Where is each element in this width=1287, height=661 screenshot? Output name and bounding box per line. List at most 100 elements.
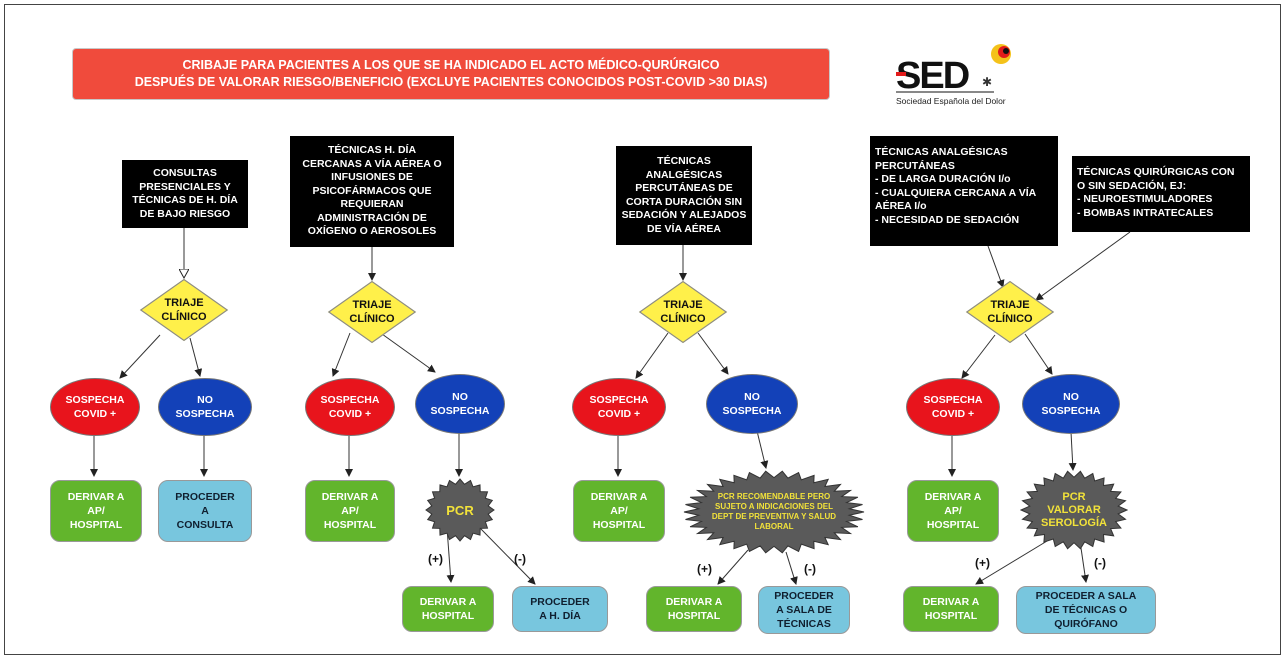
refer-hospital-box: DERIVAR A HOSPITAL xyxy=(646,586,742,632)
text-line: TÉCNICAS ANALGÉSICAS xyxy=(875,146,1008,158)
text-line: SOSPECHA xyxy=(175,408,235,420)
text-line: DERIVAR A xyxy=(590,491,648,503)
text-line: - BOMBAS INTRATECALES xyxy=(1077,206,1214,219)
text-line: A SALA DE xyxy=(776,604,832,616)
source-box-surgical: TÉCNICAS QUIRÚRGICAS CON O SIN SEDACIÓN,… xyxy=(1072,156,1250,232)
connector xyxy=(987,245,1005,288)
text-line: OXÍGENO O AEROSOLES xyxy=(307,225,437,238)
text-line: DERIVAR A xyxy=(665,596,723,608)
connector xyxy=(785,551,798,585)
text-line: HOSPITAL xyxy=(323,519,377,531)
text-line: NO xyxy=(197,394,213,406)
text-line: SOSPECHA xyxy=(722,405,782,417)
text-line: NO xyxy=(1063,391,1079,403)
text-line: DE TÉCNICAS O xyxy=(1044,604,1128,616)
source-box-airway-day: TÉCNICAS H. DÍA CERCANAS A VÍA AÉREA O I… xyxy=(290,136,454,247)
source-box-low-risk: CONSULTAS PRESENCIALES Y TÉCNICAS DE H. … xyxy=(122,160,248,228)
sed-logo-graphic: SED ✱ xyxy=(896,44,1011,97)
no-suspicion-oval: NO SOSPECHA xyxy=(706,374,798,434)
star-icon: ✱ xyxy=(982,75,992,89)
positive-label: (+) xyxy=(428,552,443,566)
burst-shape xyxy=(425,478,495,542)
source-box-long-percutaneous: TÉCNICAS ANALGÉSICAS PERCUTÁNEAS - DE LA… xyxy=(870,136,1058,246)
text-line: CORTA DURACIÓN SIN xyxy=(625,195,743,208)
text-line: SOSPECHA xyxy=(923,394,983,406)
text-line: AP/ xyxy=(341,505,359,517)
text-line: A xyxy=(201,505,209,517)
text-line: ANALGÉSICAS xyxy=(645,168,723,181)
text-line: - DE LARGA DURACIÓN I/o xyxy=(875,173,1011,185)
text-line: COVID + xyxy=(597,408,641,420)
connector xyxy=(756,430,769,469)
connector xyxy=(331,332,351,377)
text-line: DEPT DE PREVENTIVA Y SALUD xyxy=(711,512,837,521)
text-line: SOSPECHA xyxy=(589,394,649,406)
text-line: PROCEDER xyxy=(774,590,834,602)
text-line: SUJETO A INDICACIONES DEL xyxy=(715,502,833,511)
text-line: TÉCNICAS H. DÍA xyxy=(327,144,417,157)
text-line: - CUALQUIERA CERCANA A VÍA xyxy=(875,186,1037,199)
text-line: PERCUTÁNEAS xyxy=(875,159,955,172)
text-line: CERCANAS A VÍA AÉREA O xyxy=(302,157,442,170)
negative-label: (-) xyxy=(514,552,526,566)
text-line: DE VÍA AÉREA xyxy=(647,222,721,235)
text-line: TÉCNICAS DE H. DÍA xyxy=(132,194,238,206)
text-line: TRIAJE xyxy=(164,297,204,309)
title-line-1: CRIBAJE PARA PACIENTES A LOS QUE SE HA I… xyxy=(182,58,720,72)
text-line: AP/ xyxy=(944,505,962,517)
text-line: PROCEDER xyxy=(175,491,235,503)
text-line: SOSPECHA xyxy=(430,405,490,417)
text-line: PRESENCIALES Y xyxy=(139,180,231,193)
text-line: CLÍNICO xyxy=(987,313,1033,325)
triage-diamond: TRIAJE CLÍNICO xyxy=(327,280,417,344)
connector xyxy=(697,332,729,375)
text-line: HOSPITAL xyxy=(667,610,721,622)
text-line: AP/ xyxy=(87,505,105,517)
text-line: NO xyxy=(744,391,760,403)
text-line: AÉREA I/o xyxy=(875,200,927,212)
text-line: INFUSIONES DE xyxy=(331,171,413,184)
text-line: REQUIERAN xyxy=(340,198,404,211)
text-line: DERIVAR A xyxy=(922,596,980,608)
connector xyxy=(717,549,749,585)
logo-subtitle: Sociedad Española del Dolor xyxy=(896,96,1006,106)
connector xyxy=(975,537,1053,585)
text-line: A H. DÍA xyxy=(539,610,581,622)
refer-hospital-box: DERIVAR A AP/HOSPITAL xyxy=(305,480,395,542)
text-line: ADMINISTRACIÓN DE xyxy=(317,211,427,224)
text-line: CLÍNICO xyxy=(660,313,706,325)
text-line: PCR RECOMENDABLE PERO xyxy=(717,492,831,501)
text-line: DERIVAR A xyxy=(419,596,477,608)
connector xyxy=(479,527,536,585)
connector xyxy=(189,337,203,377)
text-line: DERIVAR A xyxy=(321,491,379,503)
text-line: HOSPITAL xyxy=(924,610,978,622)
burst-polygon xyxy=(425,478,495,542)
text-line: DE BAJO RIESGO xyxy=(139,207,231,220)
text-line: TRIAJE xyxy=(352,299,392,311)
connector xyxy=(635,332,669,379)
text-line: HOSPITAL xyxy=(592,519,646,531)
text-line: VALORAR xyxy=(1047,503,1101,516)
text-line: SEROLOGÍA xyxy=(1040,516,1107,529)
text-line: CLÍNICO xyxy=(349,313,395,325)
text-line: COVID + xyxy=(73,408,117,420)
sed-logo-letters: SED xyxy=(896,55,969,97)
text-line: COVID + xyxy=(328,408,372,420)
text-line: SOSPECHA xyxy=(320,394,380,406)
